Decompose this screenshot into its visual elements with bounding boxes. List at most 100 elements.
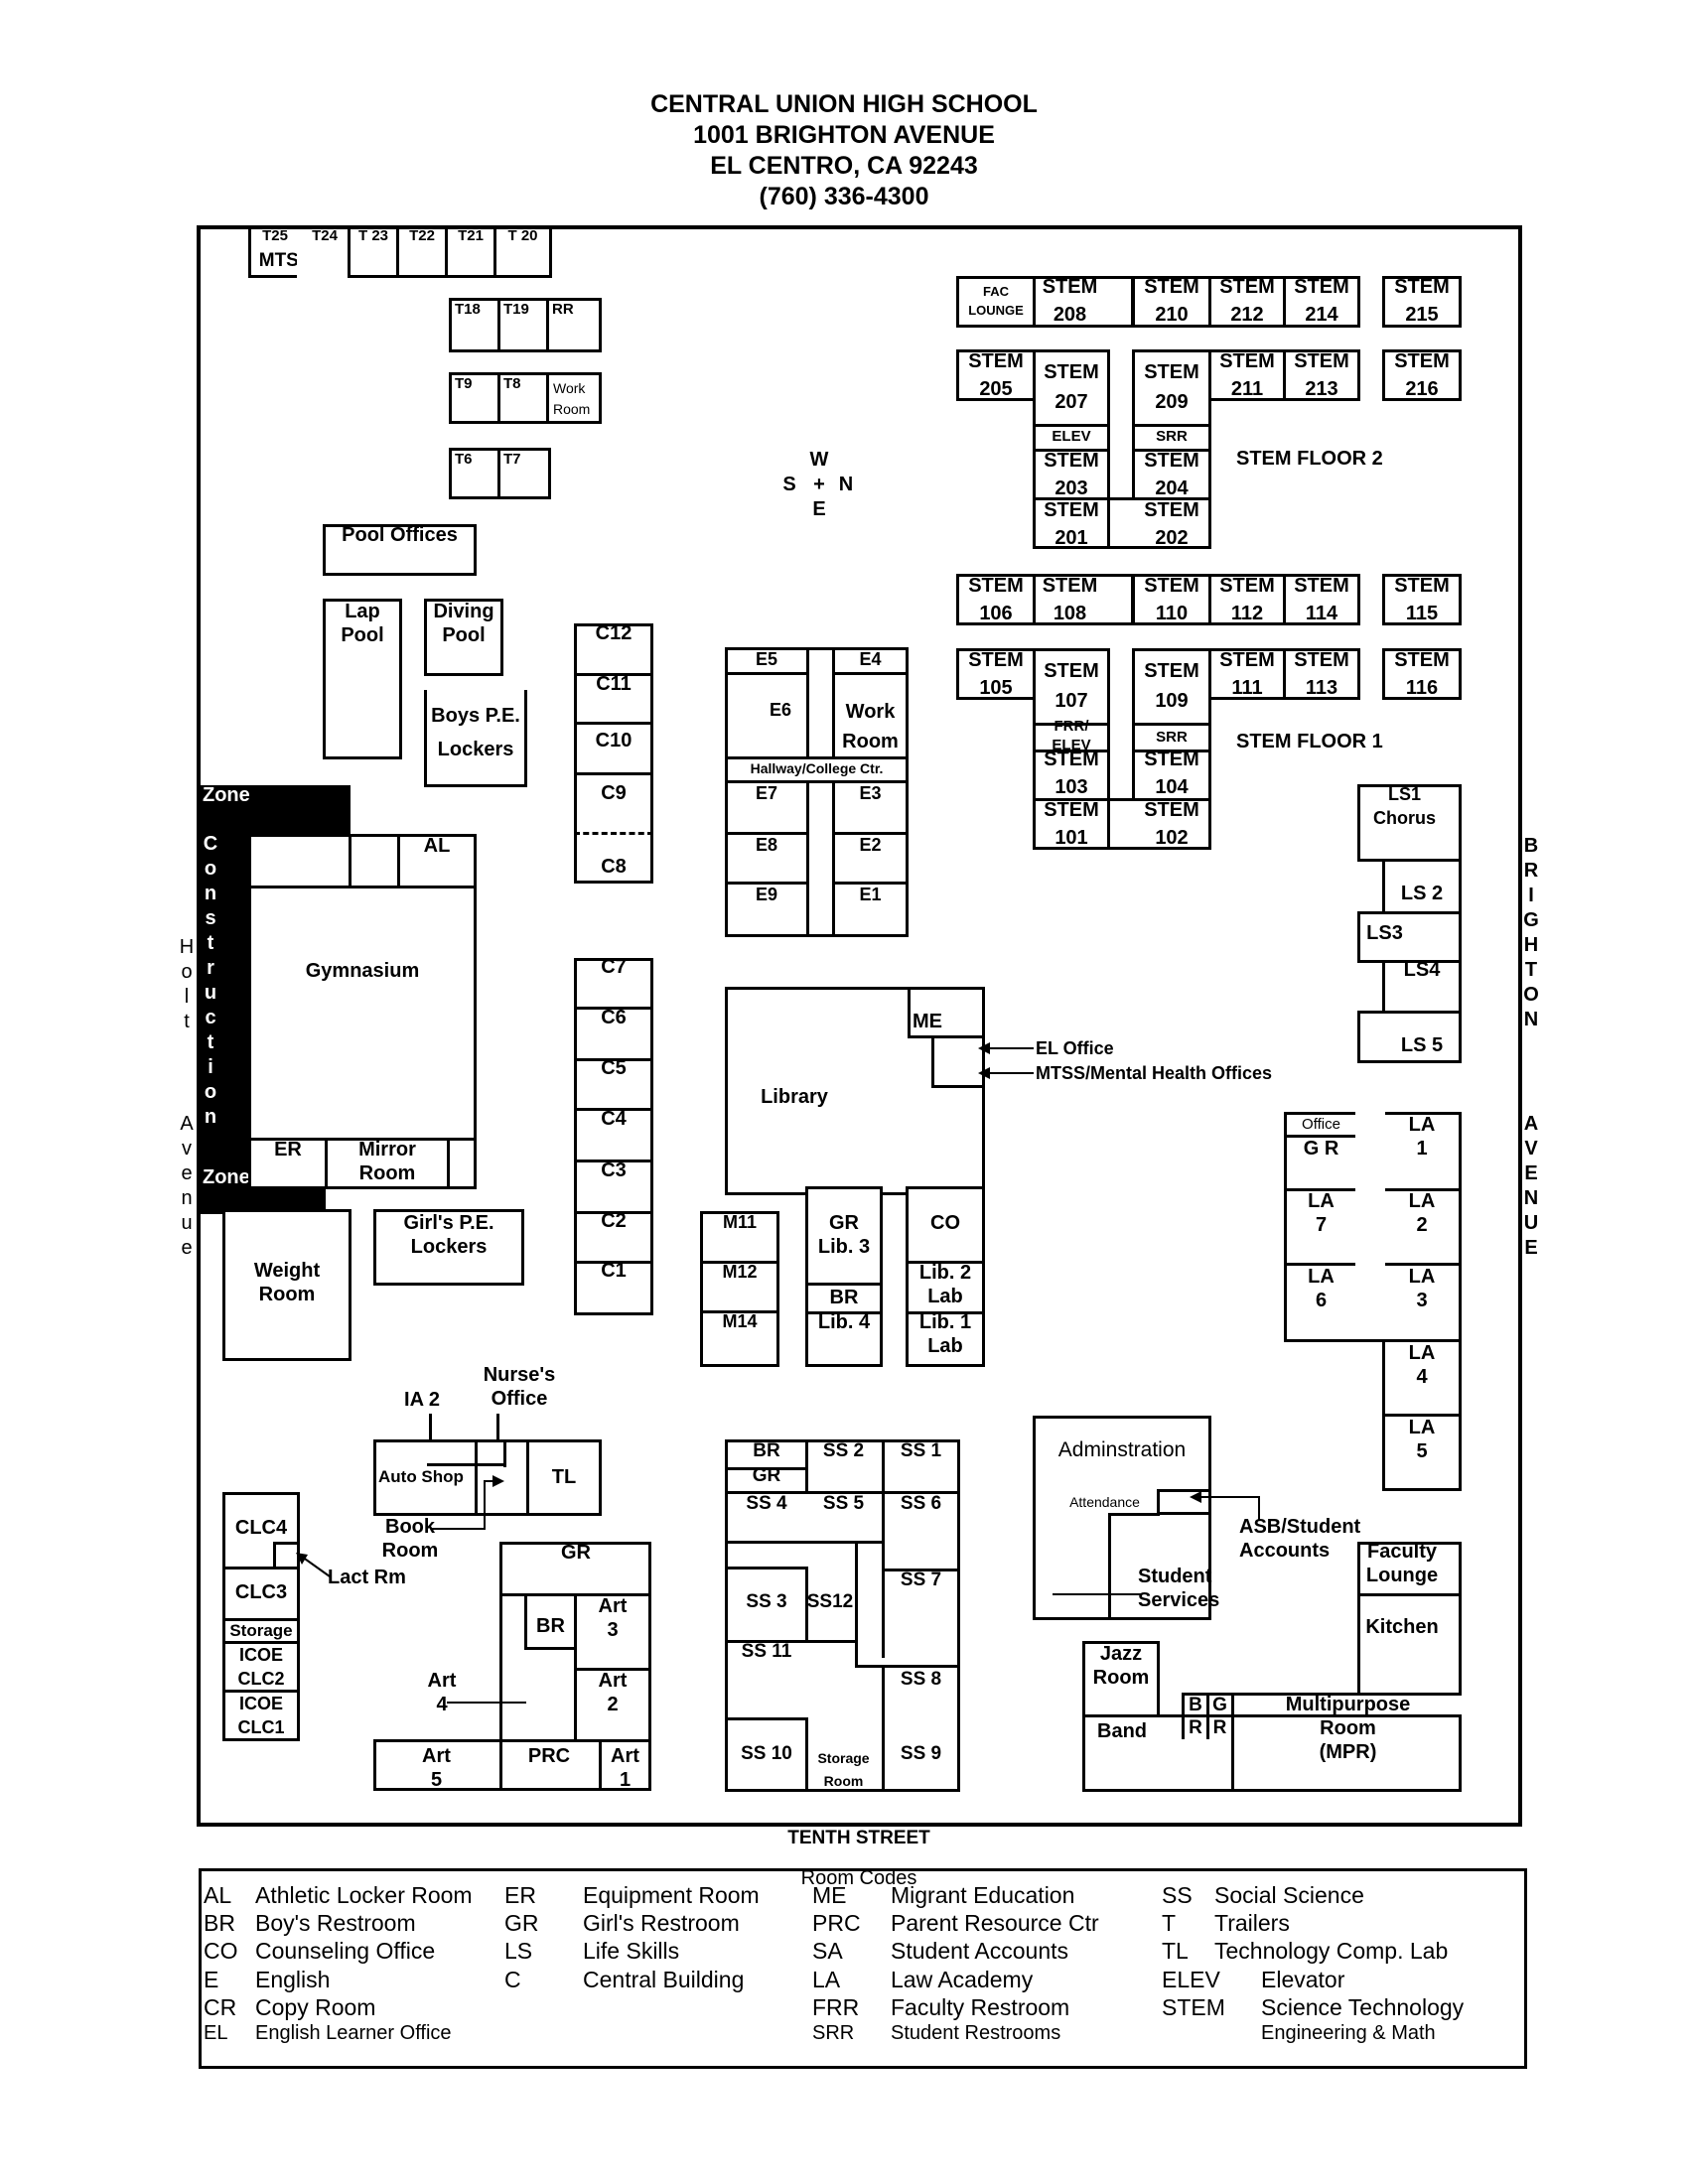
girls-pe-lockers[interactable]	[373, 1209, 524, 1286]
room-t18[interactable]	[449, 298, 500, 352]
icoe-clc1[interactable]	[222, 1690, 300, 1741]
equipment-room[interactable]	[248, 1138, 328, 1189]
label-ls2: LS 2	[1400, 883, 1444, 904]
e-building	[725, 647, 909, 937]
attendance[interactable]	[1157, 1489, 1211, 1515]
administration[interactable]	[1033, 1416, 1211, 1620]
diving-pool[interactable]	[424, 599, 503, 676]
jazz-room[interactable]	[1082, 1641, 1160, 1717]
la-2[interactable]	[1382, 1188, 1462, 1266]
label-clc3: CLC3	[234, 1581, 288, 1603]
room-t7[interactable]	[497, 448, 551, 499]
stem-115[interactable]	[1382, 574, 1462, 625]
clc3[interactable]	[222, 1567, 300, 1621]
pool-offices[interactable]	[323, 524, 477, 576]
legend-code: FRR	[812, 1994, 860, 2020]
auto-shop[interactable]	[373, 1439, 602, 1516]
label-e-hallway: Hallway/College Ctr.	[750, 760, 884, 776]
ls3[interactable]	[1357, 911, 1462, 963]
label-band-gr: G R	[1212, 1695, 1227, 1738]
label-clc4: CLC4	[234, 1517, 288, 1539]
legend-code: LS	[504, 1938, 533, 1964]
la-connector	[1355, 1112, 1385, 1342]
stem-102[interactable]	[1107, 798, 1211, 850]
la-4[interactable]	[1382, 1339, 1462, 1417]
stem-113[interactable]	[1283, 648, 1360, 700]
stem-114[interactable]	[1283, 574, 1360, 625]
band-room[interactable]	[1082, 1714, 1462, 1792]
boys-pe-lockers[interactable]	[424, 690, 527, 787]
label-ls3: LS3	[1366, 922, 1403, 944]
legend-description: Central Building	[583, 1967, 745, 1992]
kitchen[interactable]	[1357, 1593, 1462, 1696]
label-art-br: BR	[536, 1615, 565, 1637]
label-ss6: SS 6	[900, 1493, 942, 1514]
icoe-clc2[interactable]	[222, 1641, 300, 1693]
legend-code: TL	[1162, 1938, 1189, 1964]
gym-room-a[interactable]	[248, 834, 352, 888]
stem-214[interactable]	[1283, 276, 1360, 328]
label-e9: E9	[755, 885, 778, 904]
art-3[interactable]	[574, 1593, 651, 1671]
stem-108[interactable]	[1033, 574, 1134, 625]
label-t23: T 23	[357, 227, 388, 244]
stem-103[interactable]	[1033, 750, 1110, 801]
label-t25: T25	[262, 227, 288, 244]
art-2[interactable]	[574, 1668, 651, 1742]
label-stem-212: STEM 212	[1219, 276, 1275, 326]
label-band-br: B R	[1189, 1695, 1202, 1738]
stem-111[interactable]	[1208, 648, 1286, 700]
label-stem-210: STEM 210	[1144, 276, 1199, 326]
legend-description: Student Accounts	[891, 1938, 1069, 1964]
c-divider	[574, 772, 653, 775]
room-m11[interactable]	[700, 1211, 779, 1367]
room-t23[interactable]	[348, 226, 399, 278]
el-office[interactable]	[931, 1035, 985, 1088]
label-co: CO	[930, 1212, 960, 1234]
school-city: EL CENTRO, CA 92243	[710, 152, 978, 180]
ls5[interactable]	[1357, 1011, 1462, 1063]
label-art2: Art 2	[598, 1670, 628, 1715]
stem-208[interactable]	[1033, 276, 1134, 328]
stem-101[interactable]	[1033, 798, 1110, 850]
stem-107[interactable]	[1033, 648, 1110, 726]
la-5[interactable]	[1382, 1414, 1462, 1491]
legend-code: SRR	[812, 2022, 855, 2044]
art-divider	[599, 1739, 602, 1791]
stem-215[interactable]	[1382, 276, 1462, 328]
lib-3[interactable]	[805, 1186, 883, 1367]
lap-pool[interactable]	[323, 599, 402, 759]
lib-lab[interactable]	[906, 1186, 985, 1367]
stem-201[interactable]	[1033, 497, 1110, 549]
ls1-chorus[interactable]	[1357, 784, 1462, 862]
la-6[interactable]	[1284, 1263, 1358, 1342]
label-band: Band	[1097, 1720, 1147, 1742]
weight-room[interactable]	[222, 1209, 352, 1361]
gym-room-b[interactable]	[349, 834, 400, 888]
legend-description: Copy Room	[255, 1994, 376, 2020]
room-t19[interactable]	[497, 298, 549, 352]
room-work-room-trailer[interactable]	[546, 372, 602, 424]
shop-divider	[475, 1439, 478, 1516]
ss-divider	[725, 1717, 808, 1720]
room-rr[interactable]	[546, 298, 602, 352]
label-auto-shop: Auto Shop	[378, 1467, 464, 1486]
mirror-room[interactable]	[325, 1138, 450, 1189]
c-divider	[574, 832, 653, 835]
gym-side[interactable]	[447, 1138, 477, 1189]
stem-112[interactable]	[1208, 574, 1286, 625]
stem-203[interactable]	[1033, 449, 1110, 500]
room-t25[interactable]	[248, 226, 300, 278]
fac-lounge[interactable]	[956, 276, 1036, 328]
stem-210[interactable]	[1132, 276, 1211, 328]
label-stem-201: STEM 201	[1044, 499, 1099, 549]
frr-elevator[interactable]	[1033, 723, 1110, 752]
stem-213[interactable]	[1283, 349, 1360, 401]
room-t6[interactable]	[449, 448, 500, 499]
stem-216[interactable]	[1382, 349, 1462, 401]
gymnasium[interactable]	[248, 886, 477, 1141]
legend-description: English	[255, 1967, 331, 1992]
stem-116[interactable]	[1382, 648, 1462, 700]
room-t20[interactable]	[493, 226, 552, 278]
stem-202[interactable]	[1107, 497, 1211, 549]
